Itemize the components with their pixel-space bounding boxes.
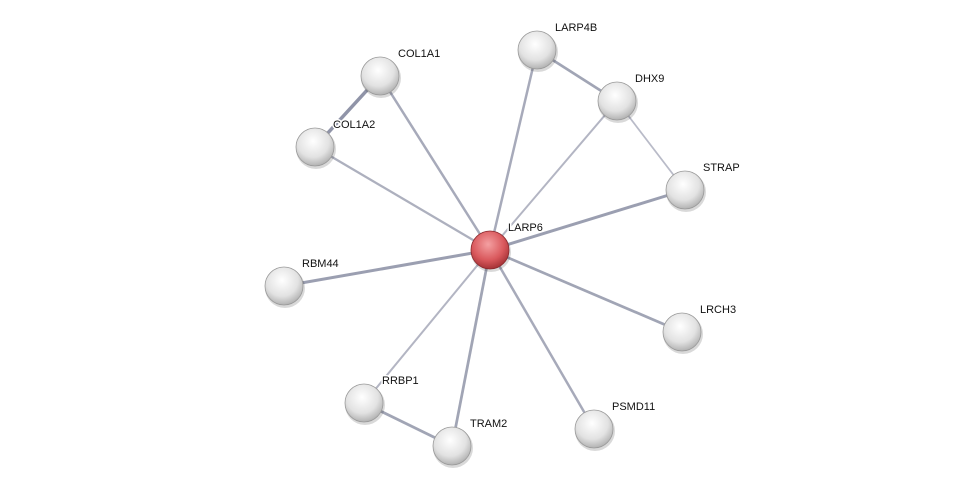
edge-larp6-tram2[interactable]	[450, 249, 492, 447]
node-label: LARP4B	[555, 22, 597, 34]
node-circle[interactable]	[574, 409, 614, 449]
node-circle[interactable]	[344, 383, 384, 423]
edge-larp6-rrbp1[interactable]	[363, 249, 491, 404]
node-circle[interactable]	[665, 170, 705, 210]
node-label: COL1A2	[333, 119, 375, 131]
node-circle[interactable]	[360, 56, 400, 96]
node-label: LARP6	[508, 222, 543, 234]
node-circle[interactable]	[517, 30, 557, 70]
edge-larp6-strap[interactable]	[489, 188, 686, 252]
node-larp4b[interactable]: LARP4B	[517, 21, 599, 72]
node-label: COL1A1	[398, 48, 440, 60]
edge-larp6-col1a2[interactable]	[314, 146, 491, 251]
node-circle[interactable]	[264, 266, 304, 306]
node-rrbp1[interactable]: RRBP1	[344, 374, 420, 425]
node-lrch3[interactable]: LRCH3	[662, 303, 738, 354]
node-circle[interactable]	[662, 312, 702, 352]
edge-larp6-col1a1[interactable]	[378, 75, 492, 251]
edge-larp6-larp4b[interactable]	[488, 49, 539, 251]
edge-larp6-rbm44[interactable]	[283, 248, 491, 288]
edge-larp6-dhx9[interactable]	[489, 100, 618, 251]
node-label: LRCH3	[700, 304, 736, 316]
node-label: RRBP1	[382, 375, 419, 387]
node-tram2[interactable]: TRAM2	[432, 417, 509, 468]
node-col1a2[interactable]: COL1A2	[295, 118, 377, 169]
node-label: STRAP	[703, 162, 740, 174]
node-circle[interactable]	[432, 426, 472, 466]
node-psmd11[interactable]: PSMD11	[574, 400, 657, 451]
node-circle[interactable]	[597, 81, 637, 121]
node-label: PSMD11	[612, 401, 655, 413]
node-circle[interactable]	[295, 127, 335, 167]
node-col1a1[interactable]: COL1A1	[360, 47, 442, 98]
node-strap[interactable]: STRAP	[665, 161, 741, 212]
node-label: TRAM2	[470, 418, 507, 430]
node-circle[interactable]	[470, 230, 510, 270]
edge-larp6-lrch3[interactable]	[489, 248, 683, 334]
node-larp6[interactable]: LARP6	[470, 221, 544, 272]
node-dhx9[interactable]: DHX9	[597, 72, 666, 123]
edge-larp6-psmd11[interactable]	[488, 249, 596, 430]
node-label: RBM44	[302, 258, 339, 270]
node-label: DHX9	[635, 73, 664, 85]
node-rbm44[interactable]: RBM44	[264, 257, 340, 308]
